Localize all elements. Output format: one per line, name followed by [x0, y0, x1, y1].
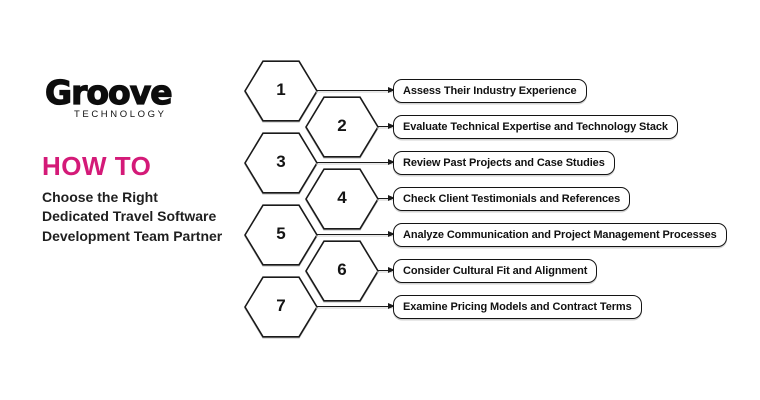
hexagon-step-7: 7 — [244, 276, 318, 338]
arrowhead-icon — [388, 122, 395, 129]
arrowhead-icon — [388, 230, 395, 237]
groove-logo: Groove TECHNOLOGY — [44, 73, 173, 120]
step-number: 3 — [276, 152, 286, 172]
arrow-step-2 — [377, 122, 395, 129]
logo-wordmark: Groove — [44, 73, 173, 112]
hexagon-step-2: 2 — [305, 96, 379, 158]
arrowhead-icon — [388, 266, 395, 273]
arrow-step-5 — [316, 230, 395, 237]
arrow-step-6 — [377, 266, 395, 273]
step-label-3: Review Past Projects and Case Studies — [393, 151, 615, 175]
title-line-2: Dedicated Travel Software — [42, 208, 217, 225]
step-number: 5 — [276, 224, 286, 244]
step-label-1: Assess Their Industry Experience — [393, 79, 587, 103]
step-number: 1 — [276, 80, 286, 100]
arrowhead-icon — [388, 158, 395, 165]
hexagon-shape — [244, 204, 318, 266]
title-line-3: Development Team Partner — [42, 227, 223, 244]
hexagon-shape — [305, 96, 379, 158]
how-to-heading: HOW TO — [42, 151, 152, 181]
step-number: 2 — [337, 116, 347, 136]
hexagon-step-4: 4 — [305, 168, 379, 230]
hexagon-shape — [244, 276, 318, 338]
step-label-2: Evaluate Technical Expertise and Technol… — [393, 115, 678, 139]
step-number: 4 — [337, 188, 347, 208]
step-label-7: Examine Pricing Models and Contract Term… — [393, 295, 642, 319]
hexagon-shape — [305, 240, 379, 302]
step-number: 6 — [337, 260, 347, 280]
hexagon-step-5: 5 — [244, 204, 318, 266]
step-label-6: Consider Cultural Fit and Alignment — [393, 259, 598, 283]
arrowhead-icon — [388, 194, 395, 201]
arrow-step-1 — [316, 86, 395, 93]
hexagon-step-1: 1 — [244, 60, 318, 122]
logo-tagline: TECHNOLOGY — [74, 109, 167, 120]
infographic-title: Choose the Right Dedicated Travel Softwa… — [42, 188, 252, 246]
arrow-step-3 — [316, 158, 395, 165]
step-number: 7 — [276, 296, 286, 316]
arrow-step-4 — [377, 194, 395, 201]
hexagon-step-3: 3 — [244, 132, 318, 194]
hexagon-shape — [244, 60, 318, 122]
hexagon-step-6: 6 — [305, 240, 379, 302]
arrowhead-icon — [388, 302, 395, 309]
hexagon-shape — [244, 132, 318, 194]
arrowhead-icon — [388, 86, 395, 93]
step-label-4: Check Client Testimonials and References — [393, 187, 631, 211]
step-label-5: Analyze Communication and Project Manage… — [393, 223, 727, 247]
title-line-1: Choose the Right — [42, 189, 158, 205]
arrow-step-7 — [316, 302, 395, 309]
hexagon-shape — [305, 168, 379, 230]
